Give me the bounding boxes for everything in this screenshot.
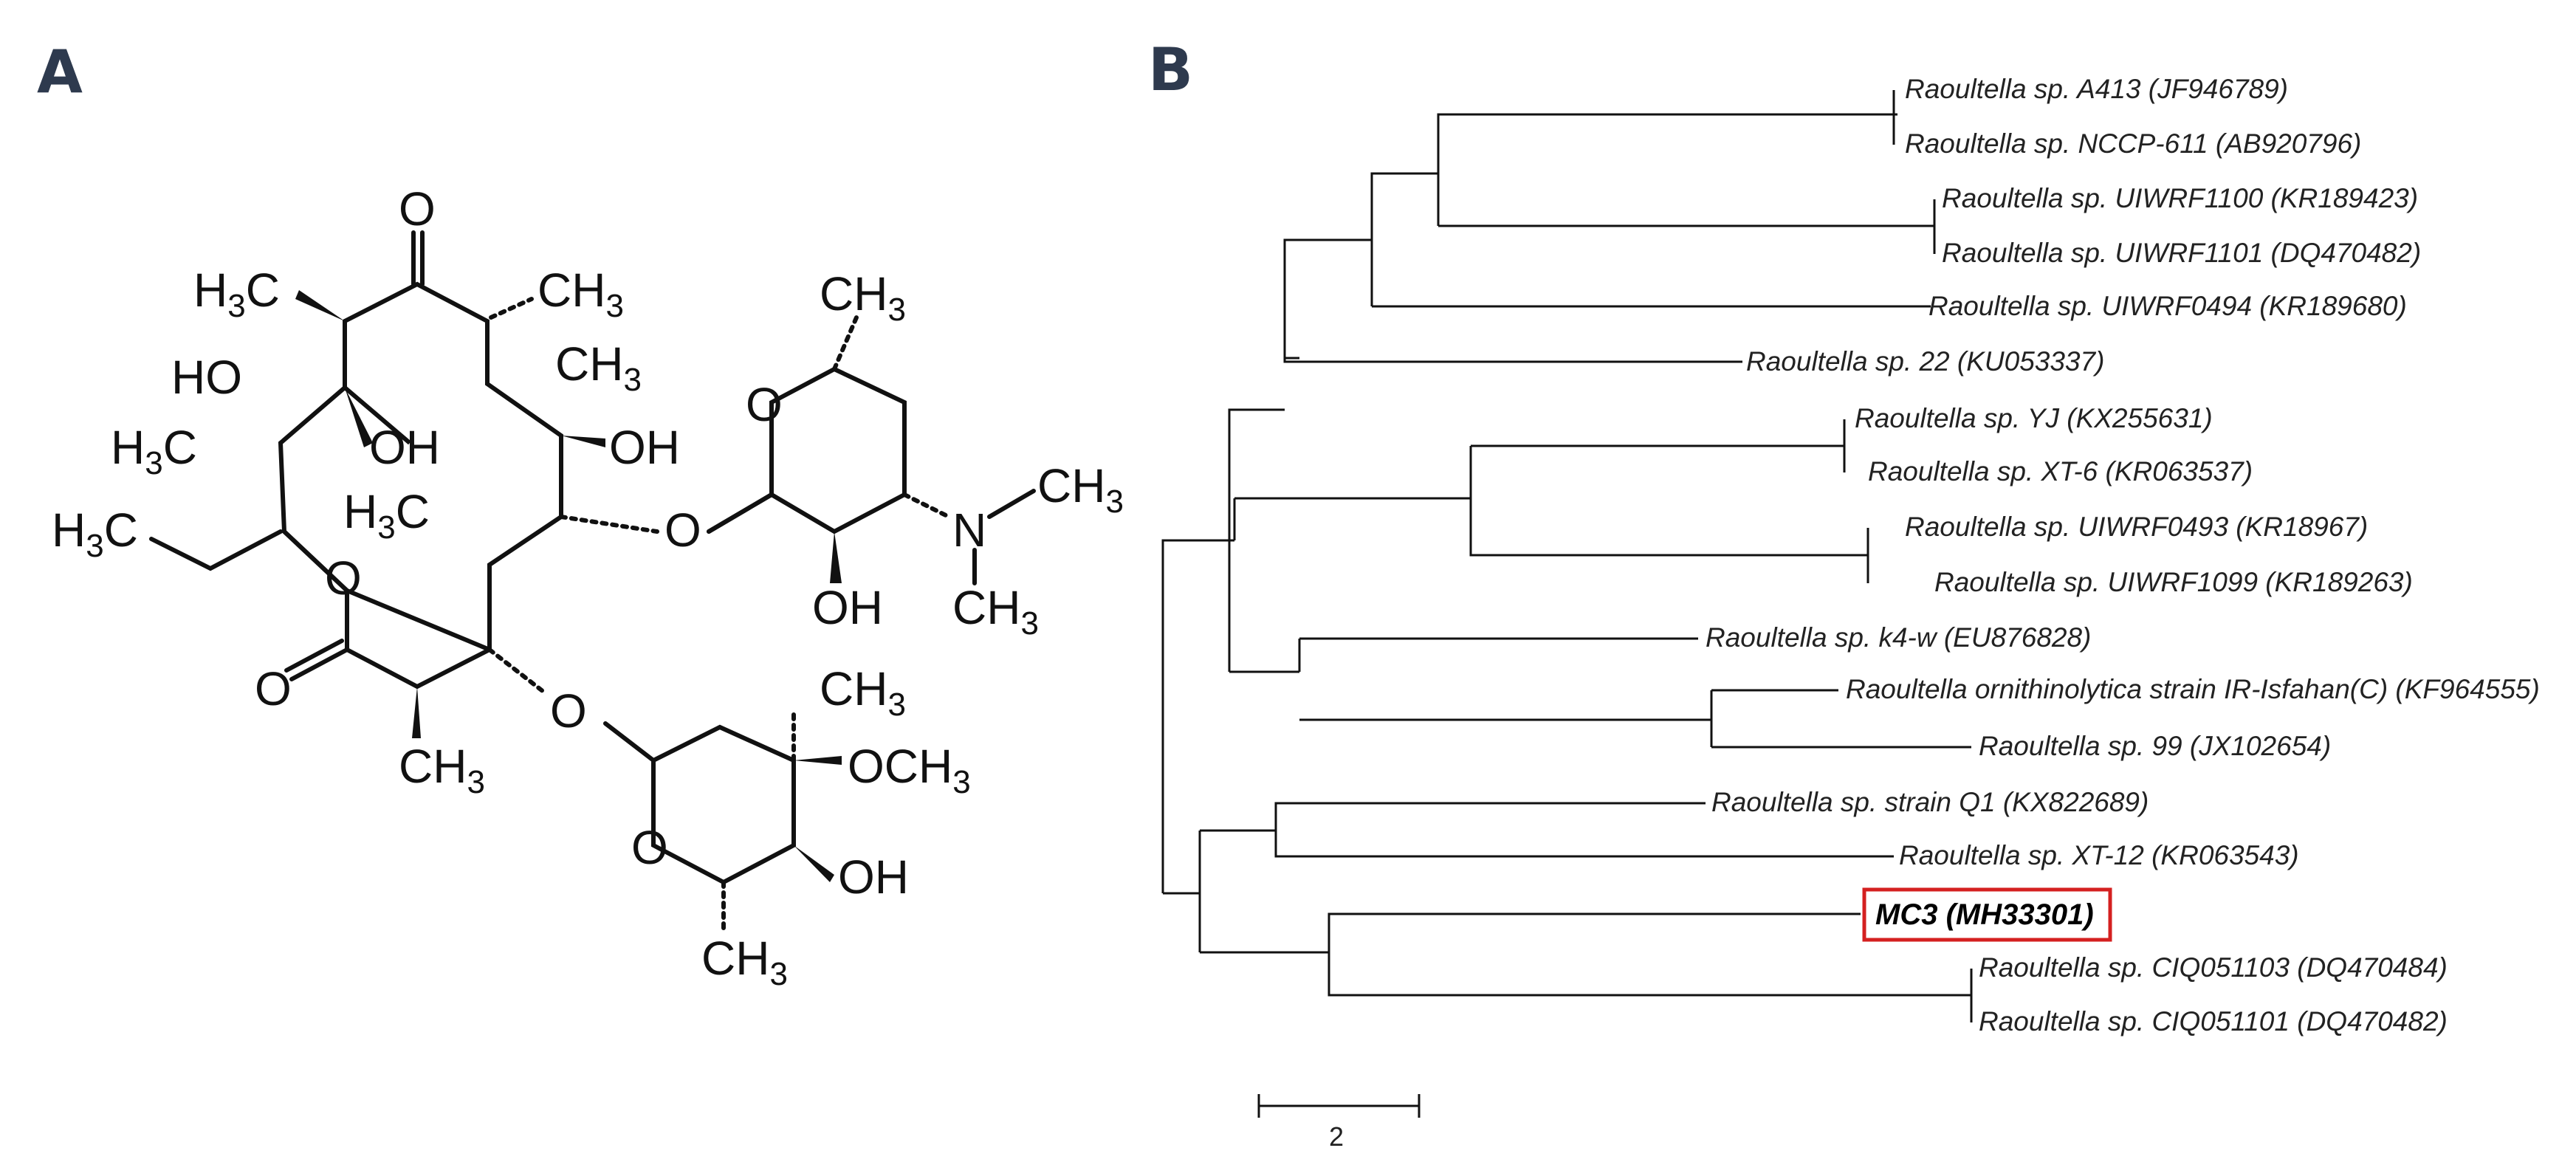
taxon-label-highlighted: MC3 (MH33301): [1875, 898, 2094, 931]
sugar-2: CH3 OCH3 O OH CH3: [603, 662, 971, 992]
sugar1-oxygen: O: [746, 378, 783, 431]
highlight-box: [1862, 887, 2112, 942]
taxon-label: Raoultella sp. A413 (JF946789): [1905, 74, 2288, 104]
h3c-mid: H3C: [111, 421, 197, 481]
hashed-bond: [489, 297, 534, 320]
scale-bar-label: 2: [1329, 1121, 1344, 1152]
taxon-label: Raoultella sp. XT-12 (KR063543): [1899, 840, 2299, 870]
carbonyl-oxygen: O: [255, 662, 292, 715]
oh-mid: OH: [369, 421, 440, 474]
ketone-double-bond: [411, 230, 425, 286]
glyco-oxygen-1: O: [664, 503, 701, 557]
sugar-1: CH3 O OH N CH3 CH3: [707, 267, 1124, 642]
wedge-bond: [412, 687, 421, 738]
taxon-label: Raoultella sp. UIWRF0493 (KR18967): [1905, 512, 2368, 542]
taxon-label: Raoultella sp. 99 (JX102654): [1979, 731, 2331, 761]
n-atom: N: [952, 503, 986, 557]
ch3-ring: CH3: [555, 337, 642, 398]
hashed-bond: [487, 647, 549, 696]
panel-a-label: A: [37, 38, 83, 106]
wedge-bond: [295, 290, 345, 321]
hashed-bond: [559, 515, 659, 534]
glyco-oxygen-2: O: [550, 684, 587, 738]
n-ch3-bottom: CH3: [952, 581, 1039, 642]
sugar2-oh: OH: [838, 850, 909, 904]
panel-b-label: B: [1148, 35, 1193, 104]
taxon-label: Raoultella sp. k4-w (EU876828): [1706, 622, 2091, 653]
molecule-structure: O H3C CH3 HO OH H3C CH3 OH H3C O H3C O O…: [52, 182, 1124, 992]
taxon-label: Raoultella sp. CIQ051101 (DQ470482): [1979, 1006, 2448, 1036]
macrolactone-bonds: [278, 281, 563, 690]
tree-taxa: Raoultella sp. A413 (JF946789) Raoultell…: [1706, 74, 2540, 1036]
ring-oxygen: O: [325, 551, 362, 605]
taxon-label: Raoultella sp. 22 (KU053337): [1746, 346, 2104, 377]
sugar2-oxygen: O: [631, 821, 668, 874]
ch3-bottom: CH3: [399, 740, 485, 800]
sugar2-ch3: CH3: [820, 662, 906, 723]
h3c-top: H3C: [193, 264, 280, 324]
h3c-ring-lower: H3C: [343, 485, 430, 546]
taxon-label: Raoultella sp. UIWRF0494 (KR189680): [1928, 291, 2407, 321]
carbonyl-double-bond: [284, 639, 349, 681]
wedge-bond: [345, 388, 373, 447]
taxon-label: Raoultella sp. CIQ051103 (DQ470484): [1979, 952, 2448, 983]
tree-branches: [1161, 90, 1973, 1022]
taxon-label: Raoultella sp. UIWRF1101 (DQ470482): [1942, 238, 2421, 268]
taxon-label: Raoultella sp. strain Q1 (KX822689): [1711, 787, 2149, 817]
taxon-label: Raoultella sp. NCCP-611 (AB920796): [1905, 128, 2361, 159]
sugar1-oh: OH: [812, 581, 883, 634]
taxon-label: Raoultella ornithinolytica strain IR-Isf…: [1846, 674, 2540, 704]
sugar2-ch3-bottom: CH3: [701, 932, 788, 992]
sugar1-ch3: CH3: [820, 267, 906, 328]
ch3-top: CH3: [537, 264, 624, 324]
n-ch3-top: CH3: [1037, 459, 1124, 520]
ketone-oxygen: O: [399, 182, 436, 236]
oh-ring: OH: [609, 421, 680, 474]
ethyl-bond: [149, 529, 283, 571]
taxon-label: Raoultella sp. YJ (KX255631): [1855, 403, 2213, 433]
phylogenetic-tree: Raoultella sp. A413 (JF946789) Raoultell…: [1161, 74, 2540, 1152]
wedge-bond: [561, 436, 605, 447]
sugar2-och3: OCH3: [848, 740, 971, 800]
taxon-label: Raoultella sp. UIWRF1100 (KR189423): [1942, 183, 2418, 213]
taxon-label: Raoultella sp. XT-6 (KR063537): [1868, 456, 2253, 487]
taxon-label: Raoultella sp. UIWRF1099 (KR189263): [1934, 567, 2413, 597]
h3c-ethyl: H3C: [52, 503, 138, 564]
ho-left: HO: [171, 351, 242, 404]
scale-bar: 2: [1257, 1094, 1421, 1152]
